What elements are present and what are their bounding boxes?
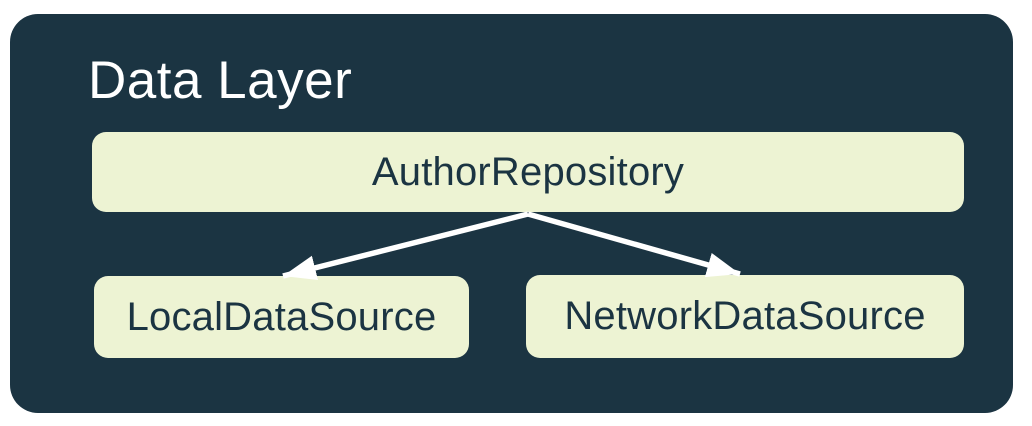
node-local-data-source: LocalDataSource — [94, 276, 469, 358]
node-local-data-source-label: LocalDataSource — [126, 294, 437, 339]
node-network-data-source-label: NetworkDataSource — [564, 294, 926, 338]
data-layer-group: Data Layer AuthorRepository LocalDataSou… — [10, 14, 1013, 413]
node-author-repository-label: AuthorRepository — [371, 149, 685, 194]
node-network-data-source: NetworkDataSource — [526, 275, 964, 358]
group-title: Data Layer — [88, 51, 353, 110]
node-author-repository: AuthorRepository — [92, 132, 964, 212]
